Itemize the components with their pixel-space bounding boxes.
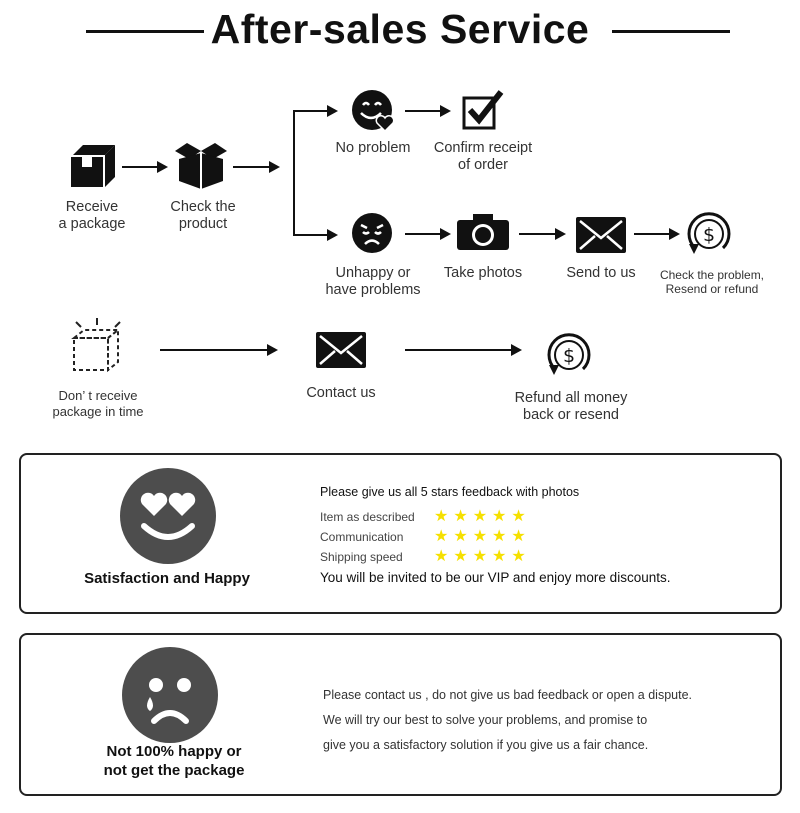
refund-dollar-icon: $ [687, 212, 731, 254]
arrow-line [405, 233, 441, 235]
refund-dollar-icon: $ [547, 333, 591, 375]
arrow-line [405, 349, 512, 351]
rating-label: Shipping speed [320, 550, 403, 564]
arrow-head [157, 161, 168, 173]
arrow-head [555, 228, 566, 240]
heart-eyes-face-icon [120, 468, 216, 564]
title-rule-right [612, 30, 730, 33]
package-icon [71, 145, 115, 187]
branch-arrow-top [293, 110, 328, 112]
envelope-icon [316, 332, 366, 368]
rating-label: Item as described [320, 510, 415, 524]
rating-row: Communication ★★★★★ [320, 527, 560, 547]
contact-us-label: Contact us [306, 385, 376, 401]
branch-arrow-bottom [293, 234, 328, 236]
arrow-head [267, 344, 278, 356]
arrow-head [511, 344, 522, 356]
sad-face-icon [352, 213, 392, 253]
open-box-icon [175, 143, 227, 189]
unhappy-message: Please contact us , do not give us bad f… [323, 688, 693, 752]
five-stars-icon: ★★★★★ [434, 548, 531, 565]
arrow-head [327, 105, 338, 117]
arrow-line [122, 166, 158, 168]
feedback-heading: Please give us all 5 stars feedback with… [320, 485, 580, 499]
no-problem-label: No problem [335, 140, 411, 156]
svg-text:$: $ [703, 224, 715, 246]
arrow-line [405, 110, 441, 112]
five-stars-icon: ★★★★★ [434, 508, 531, 525]
svg-text:$: $ [563, 345, 575, 367]
rating-row: Item as described ★★★★★ [320, 507, 560, 527]
happy-label: Satisfaction and Happy [84, 570, 250, 587]
arrow-head [440, 228, 451, 240]
branch-line [293, 110, 295, 236]
take-photos-label: Take photos [443, 265, 523, 281]
five-stars-icon: ★★★★★ [434, 528, 531, 545]
vip-text: You will be invited to be our VIP and en… [320, 570, 671, 585]
arrow-line [634, 233, 670, 235]
arrow-head [669, 228, 680, 240]
arrow-head [269, 161, 280, 173]
send-to-us-label: Send to us [566, 265, 636, 281]
title-rule-left [86, 30, 204, 33]
rating-row: Shipping speed ★★★★★ [320, 547, 560, 567]
arrow-head [440, 105, 451, 117]
checkbox-icon [462, 90, 504, 130]
arrow-line [160, 349, 268, 351]
arrow-head [327, 229, 338, 241]
check-problem-label: Check the problem,Resend or refund [659, 268, 765, 296]
arrow-line [233, 166, 270, 168]
rating-label: Communication [320, 530, 404, 544]
camera-icon [457, 214, 509, 250]
envelope-icon [576, 217, 626, 253]
crying-face-icon [122, 647, 218, 743]
smile-heart-icon [352, 90, 395, 133]
page-title: After-sales Service [210, 6, 590, 52]
happy-feedback-box: Satisfaction and Happy Please give us al… [19, 453, 782, 614]
arrow-line [519, 233, 556, 235]
dashed-box-icon [71, 318, 121, 373]
